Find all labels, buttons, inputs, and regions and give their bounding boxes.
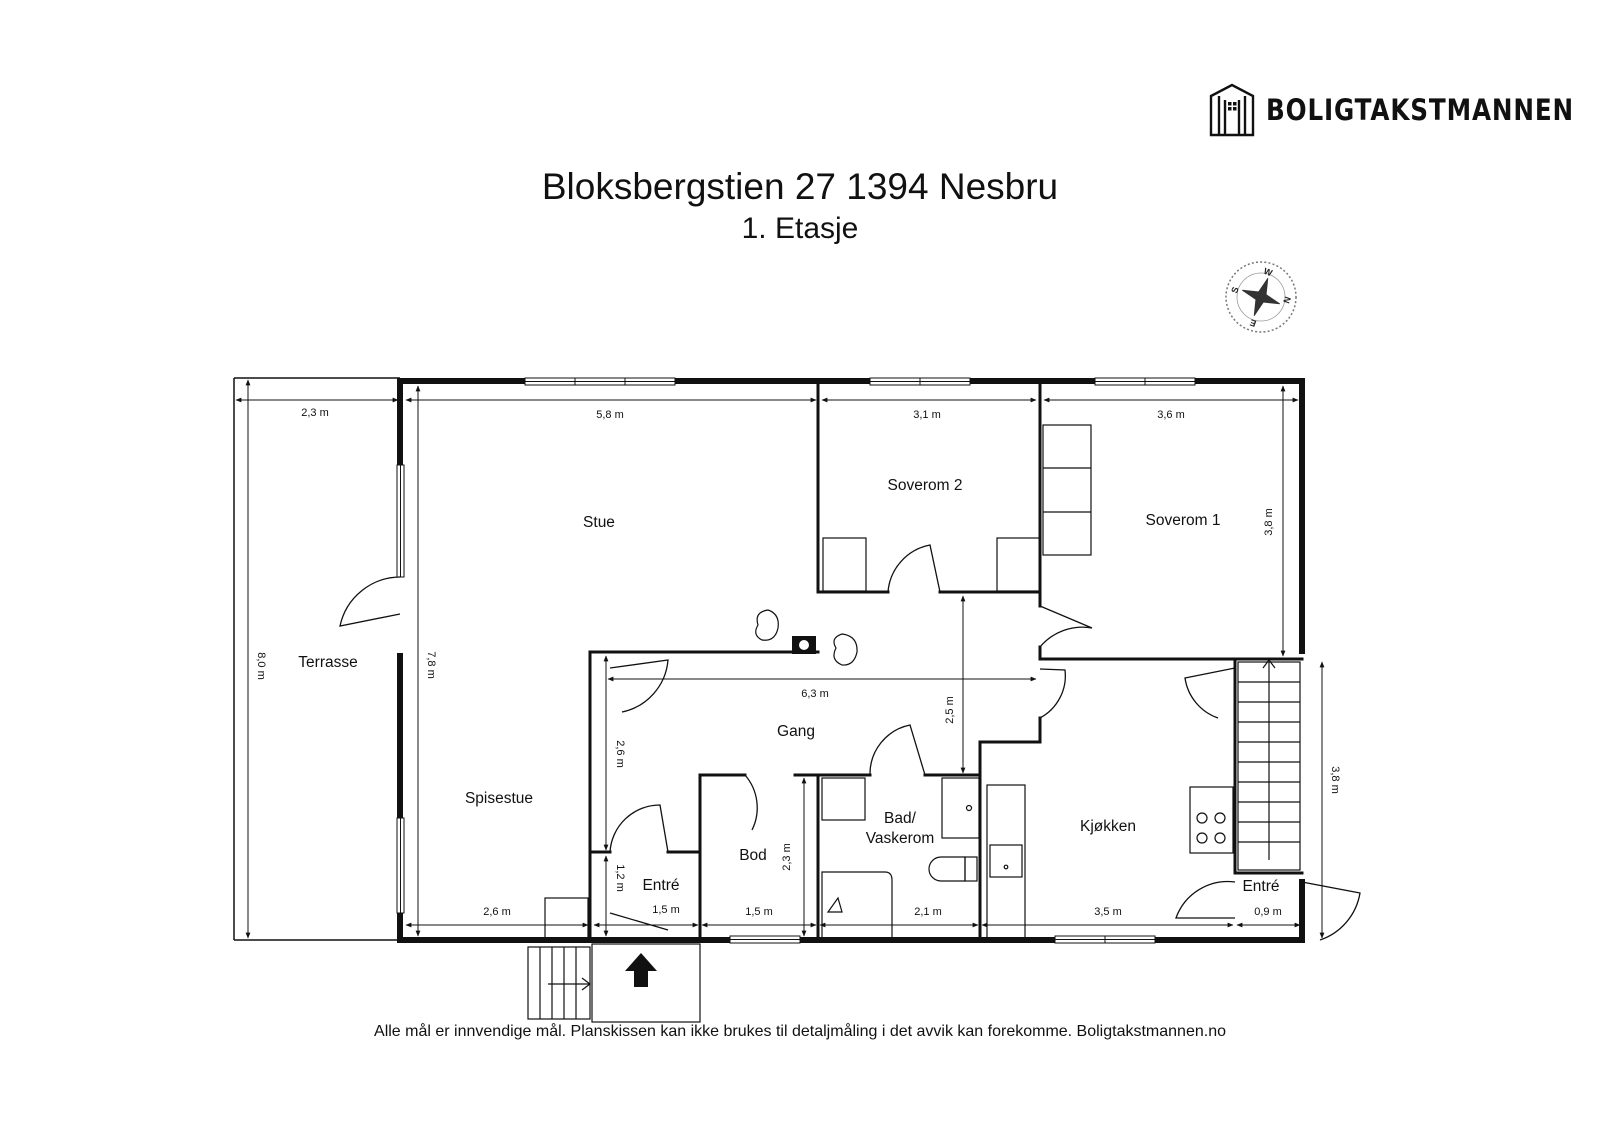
entrance-arrow-icon	[625, 953, 657, 987]
dim-sov1-w: 3,6 m	[1157, 409, 1185, 421]
room-gang: Gang	[777, 723, 815, 740]
door-swings	[339, 544, 1361, 941]
dim-terrasse-w: 2,3 m	[301, 407, 329, 419]
dimension-lines	[235, 379, 1325, 939]
dim-terrasse-h: 8,0 m	[255, 652, 267, 680]
dim-kjokken-w: 3,5 m	[1094, 906, 1122, 918]
room-bod: Bod	[739, 847, 767, 864]
windows	[396, 377, 1196, 944]
compass-n: N	[1281, 295, 1293, 305]
building-icon	[1209, 83, 1255, 137]
compass-s: S	[1229, 285, 1240, 294]
dim-sov1-h: 3,8 m	[1263, 508, 1275, 536]
compass-icon: W N E S	[1225, 261, 1297, 333]
fixtures	[544, 537, 1234, 939]
room-spisestue: Spisestue	[465, 790, 533, 807]
room-kjokken: Kjøkken	[1080, 818, 1136, 835]
dim-stue-h: 7,8 m	[425, 651, 437, 679]
disclaimer: Alle mål er innvendige mål. Planskissen …	[374, 1023, 1226, 1040]
dim-bod-h: 2,3 m	[781, 843, 793, 871]
fireplace-icon	[792, 636, 816, 654]
dim-gang-v: 2,5 m	[944, 696, 956, 724]
dim-gang-w: 6,3 m	[801, 688, 829, 700]
terrace-outline	[233, 377, 400, 941]
dim-spise-w: 2,6 m	[483, 906, 511, 918]
plant-icon	[755, 609, 858, 666]
floor-label: 1. Etasje	[741, 212, 859, 245]
room-soverom1: Soverom 1	[1146, 512, 1221, 529]
dim-right-h: 3,8 m	[1329, 766, 1341, 794]
page-title: Bloksbergstien 27 1394 Nesbru	[541, 166, 1059, 207]
compass-e: E	[1248, 317, 1257, 328]
front-steps	[527, 943, 701, 1023]
dim-gang-h: 2,6 m	[614, 740, 626, 768]
room-terrasse: Terrasse	[298, 654, 357, 671]
dim-bod-w: 1,5 m	[745, 906, 773, 918]
room-entre-left: Entré	[642, 877, 679, 894]
room-entre-right: Entré	[1242, 878, 1279, 895]
interior-walls	[588, 379, 1304, 942]
dim-entre-w: 1,5 m	[652, 904, 680, 916]
dim-stue-w: 5,8 m	[596, 409, 624, 421]
dim-entre2-w: 0,9 m	[1254, 906, 1282, 918]
stairs-right	[1237, 659, 1301, 871]
wardrobe	[1042, 424, 1092, 556]
brand-logo: BOLIGTAKSTMANNEN	[1208, 82, 1600, 138]
dim-sov2-w: 3,1 m	[913, 409, 941, 421]
room-soverom2: Soverom 2	[888, 477, 963, 494]
dim-bad-w: 2,1 m	[914, 906, 942, 918]
compass-w: W	[1262, 266, 1274, 278]
room-bad-line2: Vaskerom	[866, 830, 935, 847]
room-bad-line1: Bad/	[884, 810, 917, 827]
brand-name: BOLIGTAKSTMANNEN	[1266, 93, 1575, 127]
room-stue: Stue	[583, 514, 615, 531]
dim-entre-h: 1,2 m	[614, 864, 626, 892]
